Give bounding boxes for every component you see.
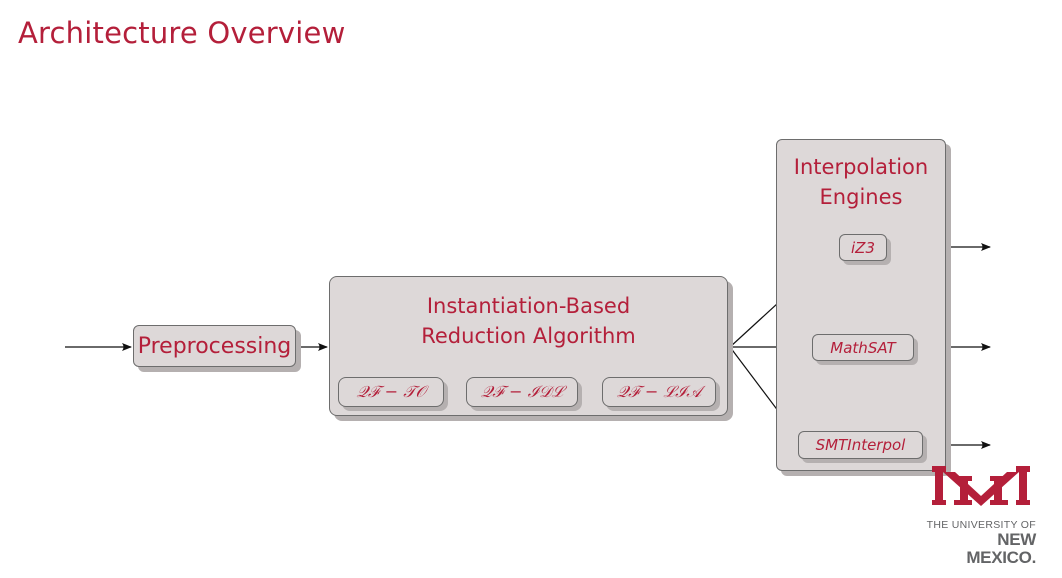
- logo-line-2: NEW MEXICO.: [966, 530, 1036, 567]
- interpolation-engines-title: Interpolation Engines: [793, 155, 929, 209]
- engine-smtinterpol: SMTInterpol: [798, 431, 923, 459]
- reduction-algorithm-title: Instantiation-Based Reduction Algorithm: [421, 294, 636, 348]
- logic-qf-lia: 𝒬ℱ − ℒℐ𝒜: [602, 377, 716, 407]
- logic-qf-idl: 𝒬ℱ − ℐ𝒟ℒ: [466, 377, 578, 407]
- logo-line-1: THE UNIVERSITY OF: [926, 519, 1036, 531]
- interpolation-engines-box: Interpolation Engines: [776, 139, 946, 471]
- unm-logo-text: THE UNIVERSITY OF NEW MEXICO.: [926, 519, 1037, 567]
- slide-title: Architecture Overview: [18, 16, 346, 50]
- reduction-algorithm-box: Instantiation-Based Reduction Algorithm …: [329, 276, 728, 416]
- logic-qf-to: 𝒬ℱ − 𝒯𝒪: [338, 377, 444, 407]
- unm-logo-icon: [932, 466, 1030, 506]
- engine-iz3: iZ3: [839, 234, 887, 261]
- preprocessing-box: Preprocessing: [133, 325, 296, 367]
- engine-mathsat: MathSAT: [812, 334, 914, 361]
